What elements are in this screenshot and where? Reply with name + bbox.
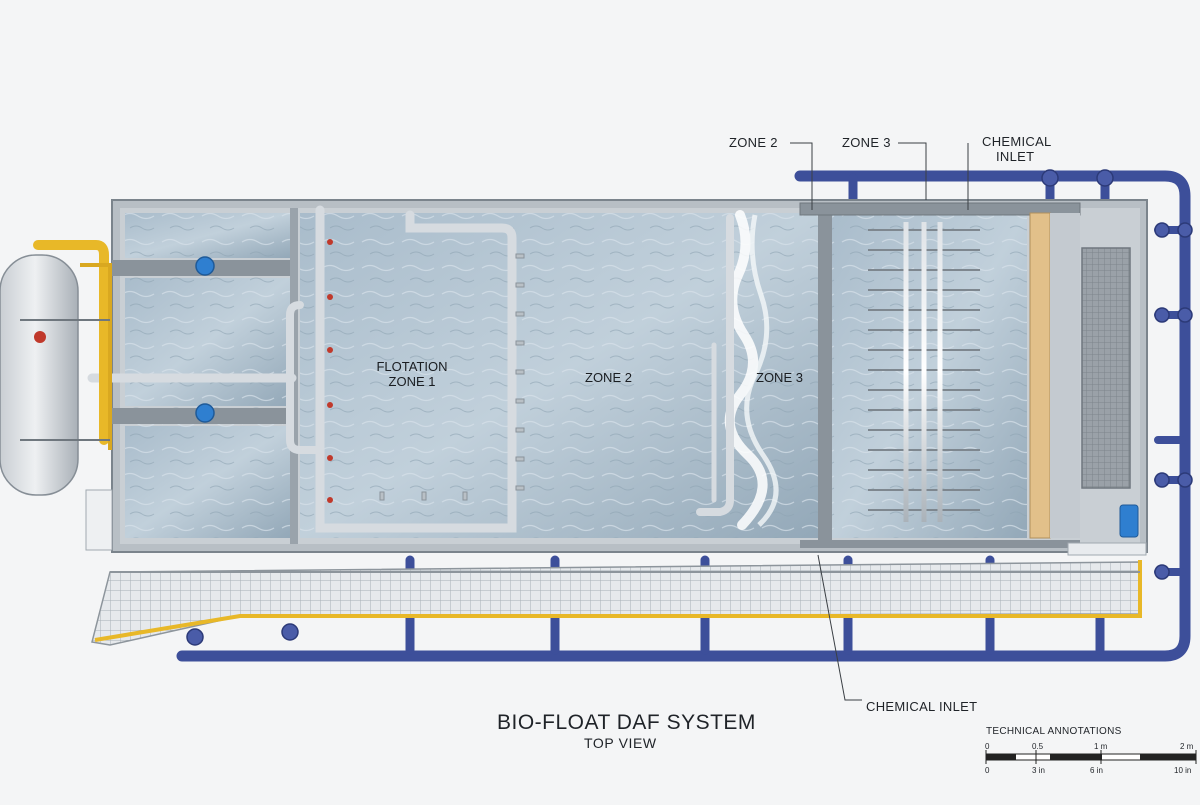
service-walkway (91, 560, 1142, 646)
scale-tick-bottom: 6 in (1090, 766, 1103, 775)
zone-label-flotation: FLOTATION (376, 359, 448, 374)
scale-tick-bottom: 10 in (1174, 766, 1192, 775)
scale-tick-top: 0.5 (1032, 742, 1044, 751)
scale-tick-top: 0 (985, 742, 990, 751)
callout-chemical-inlet-bottom: CHEMICAL INLET (866, 699, 978, 714)
lamella-section (799, 202, 1081, 548)
callout-chemical-inlet-top-1: CHEMICAL (982, 134, 1052, 149)
zone-label-zone-1: ZONE 1 (388, 374, 436, 389)
scale-tick-bottom: 0 (985, 766, 990, 775)
saturation-tank (0, 240, 113, 551)
zone-label-zone-2: ZONE 2 (585, 370, 632, 385)
callout-leaders (790, 142, 969, 701)
diffuser-nozzles (379, 253, 525, 501)
callout-zone-3: ZONE 3 (842, 135, 891, 150)
sludge-section (1029, 212, 1147, 556)
zone-label-zone-3: ZONE 3 (756, 370, 803, 385)
recycle-pumps (195, 256, 215, 423)
scale-tick-top: 2 m (1180, 742, 1194, 751)
scale-tick-bottom: 3 in (1032, 766, 1045, 775)
red-injection-points (327, 239, 333, 503)
callout-zone-2: ZONE 2 (729, 135, 778, 150)
callout-chemical-inlet-top-2: INLET (996, 149, 1035, 164)
scale-bar-title: TECHNICAL ANNOTATIONS (986, 726, 1122, 737)
scale-tick-top: 1 m (1094, 742, 1108, 751)
diagram-title: BIO-FLOAT DAF SYSTEM (497, 711, 756, 734)
diagram-subtitle: TOP VIEW (584, 735, 657, 751)
internal-air-piping (87, 205, 734, 533)
scale-bar (985, 750, 1197, 764)
